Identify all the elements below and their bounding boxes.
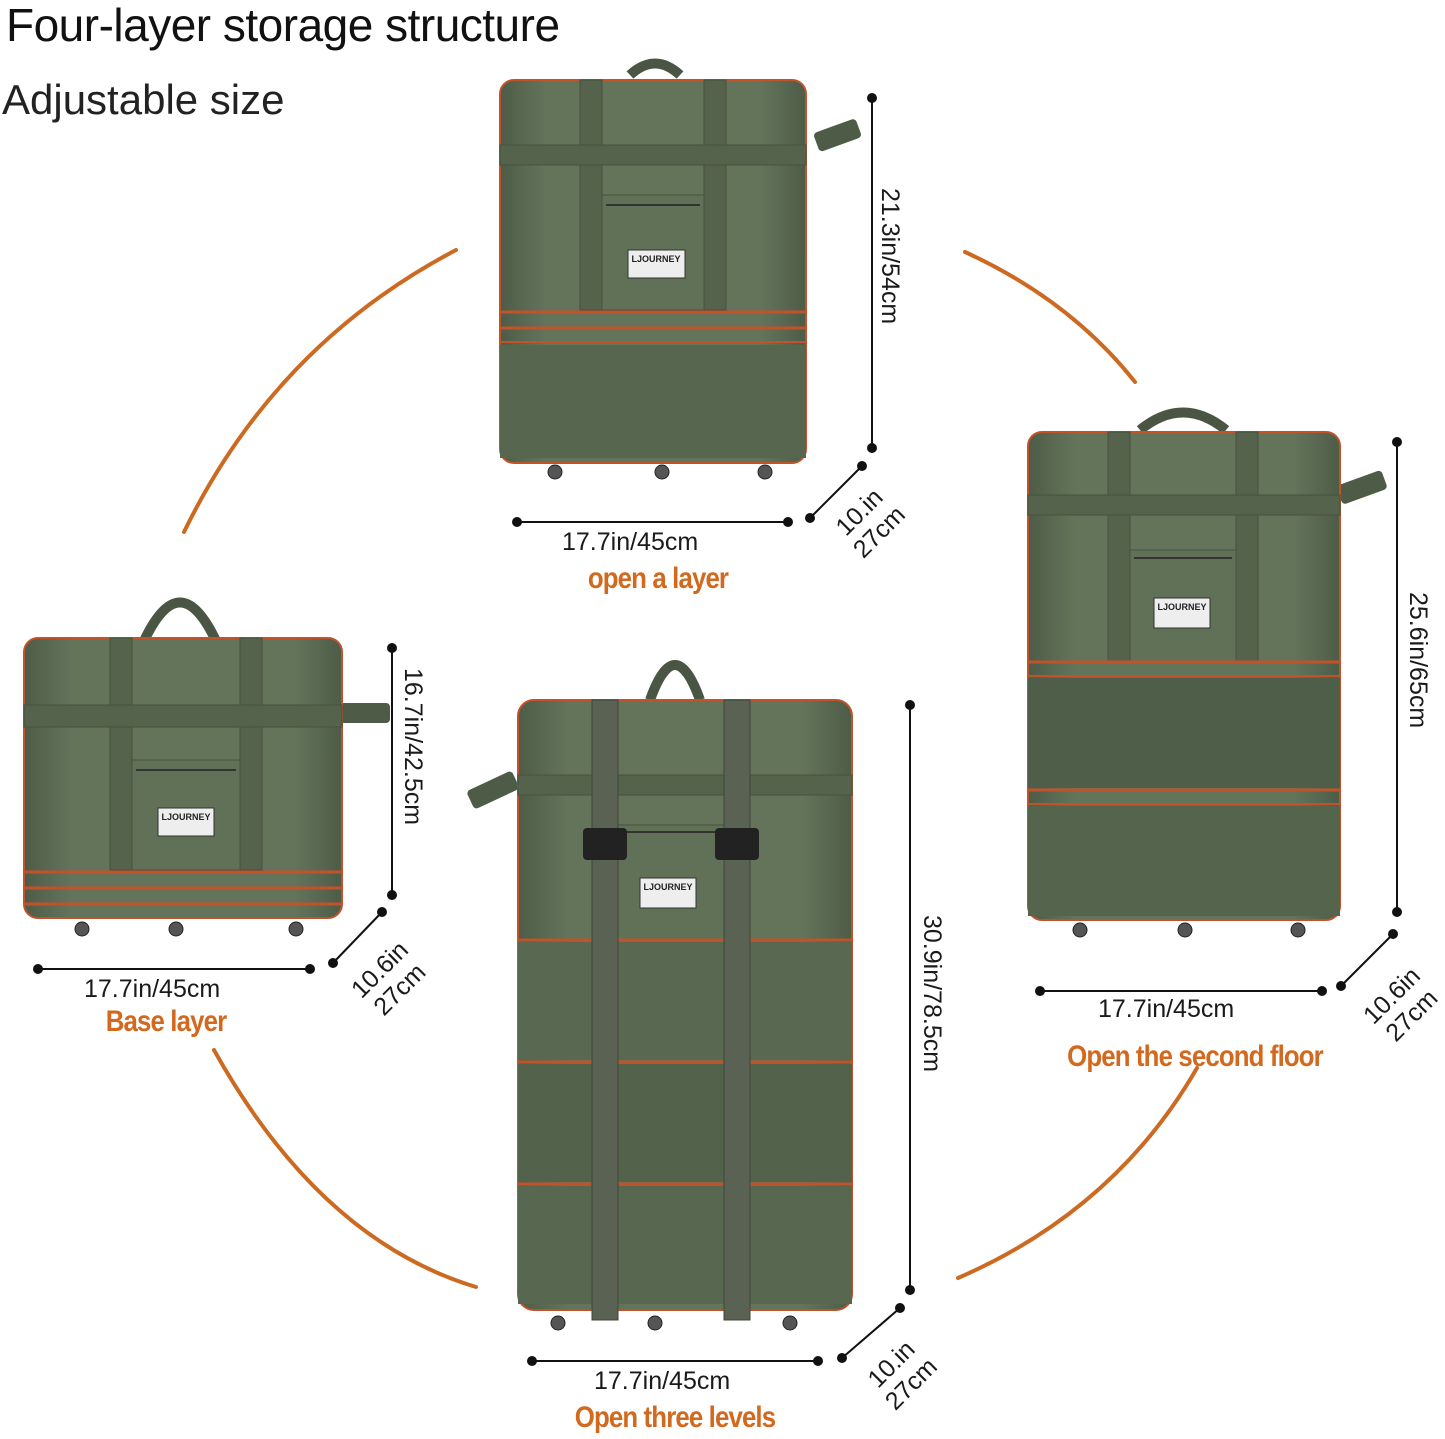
dimension-lines-1 (512, 93, 877, 527)
brand-label: LJOURNEY (1157, 602, 1206, 612)
bag-open-three-levels: LJOURNEY (467, 660, 853, 1331)
brand-label: LJOURNEY (643, 882, 692, 892)
caption-open-second-floor: Open the second floor (1067, 1040, 1324, 1073)
dimension-lines-4 (527, 700, 915, 1366)
height-label-three-levels: 30.9in/78.5cm (918, 915, 946, 1073)
dimension-lines-2 (33, 643, 397, 974)
bag-base-layer: LJOURNEY (23, 597, 390, 937)
height-label-base-layer: 16.7in/42.5cm (399, 668, 427, 826)
height-label-open-a-layer: 21.3in/54cm (876, 188, 904, 325)
bag-open-second-floor: LJOURNEY (1027, 407, 1387, 938)
width-label-second-floor: 17.7in/45cm (1098, 995, 1235, 1023)
caption-base-layer: Base layer (105, 1005, 227, 1038)
circle-arc-decoration (182, 248, 1199, 1289)
dimension-lines-3 (1035, 437, 1402, 996)
width-label-base-layer: 17.7in/45cm (84, 975, 221, 1003)
page-subtitle: Adjustable size (2, 76, 285, 123)
page-title: Four-layer storage structure (6, 0, 560, 51)
brand-label: LJOURNEY (631, 254, 680, 264)
height-label-second-floor: 25.6in/65cm (1404, 592, 1432, 729)
width-label-three-levels: 17.7in/45cm (594, 1367, 731, 1395)
caption-open-three-levels: Open three levels (574, 1401, 776, 1434)
width-label-open-a-layer: 17.7in/45cm (562, 528, 699, 556)
caption-open-a-layer: open a layer (587, 562, 729, 595)
brand-label: LJOURNEY (161, 812, 210, 822)
bag-open-a-layer: LJOURNEY (499, 58, 861, 480)
